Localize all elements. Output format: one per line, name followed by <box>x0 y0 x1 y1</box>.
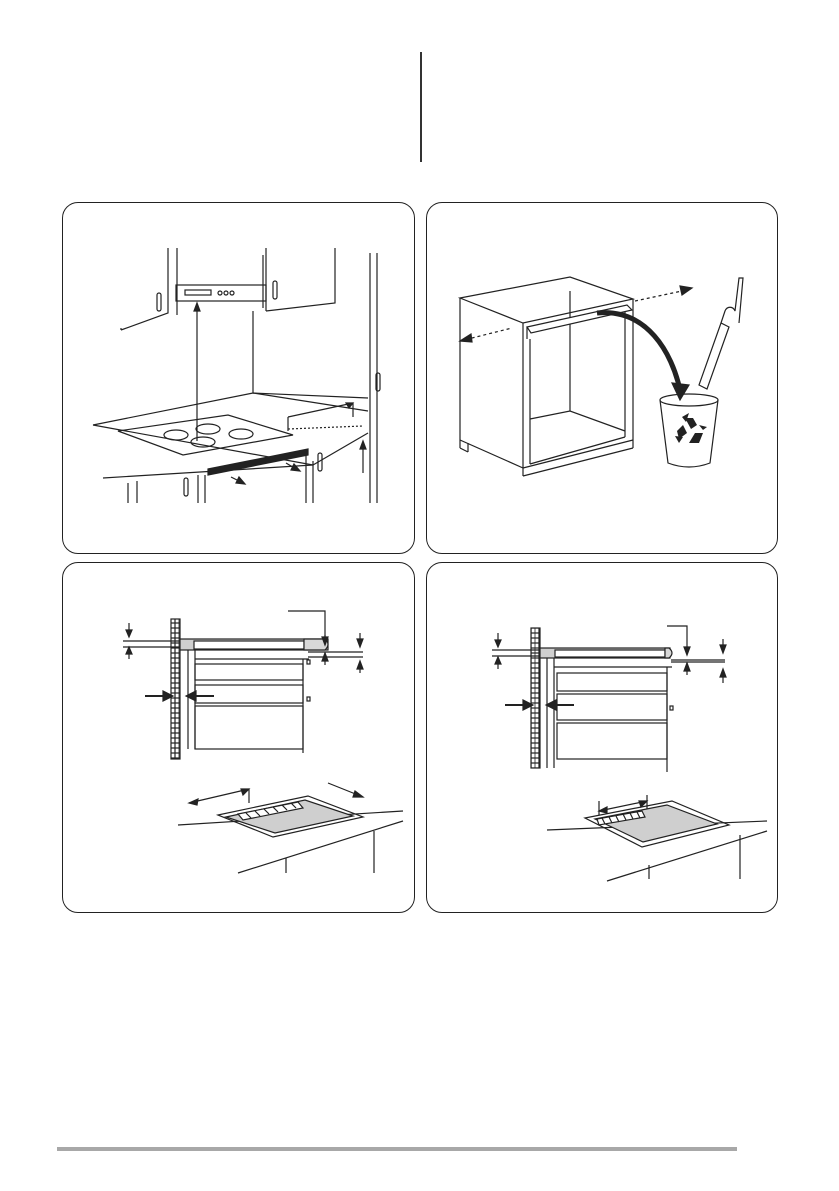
section-a-drawing <box>63 563 414 912</box>
wall-brick <box>171 619 180 759</box>
section-b-drawing <box>427 563 777 912</box>
recycle-bin-rim <box>660 394 718 406</box>
footer-rule <box>57 1147 737 1151</box>
figure-section-a <box>62 562 415 913</box>
wall-brick <box>531 628 540 768</box>
figure-hob-placement <box>62 202 415 554</box>
cabinet-handle <box>157 293 161 311</box>
figure-section-b <box>426 562 778 913</box>
top-column-divider <box>420 52 422 162</box>
hob-placement-drawing <box>63 203 414 553</box>
extractor-hood <box>176 285 266 301</box>
cabinet-recycle-drawing <box>427 203 777 553</box>
hob-surface <box>118 415 293 455</box>
recycle-icon <box>675 413 707 443</box>
figure-cabinet-recycle <box>426 202 778 554</box>
